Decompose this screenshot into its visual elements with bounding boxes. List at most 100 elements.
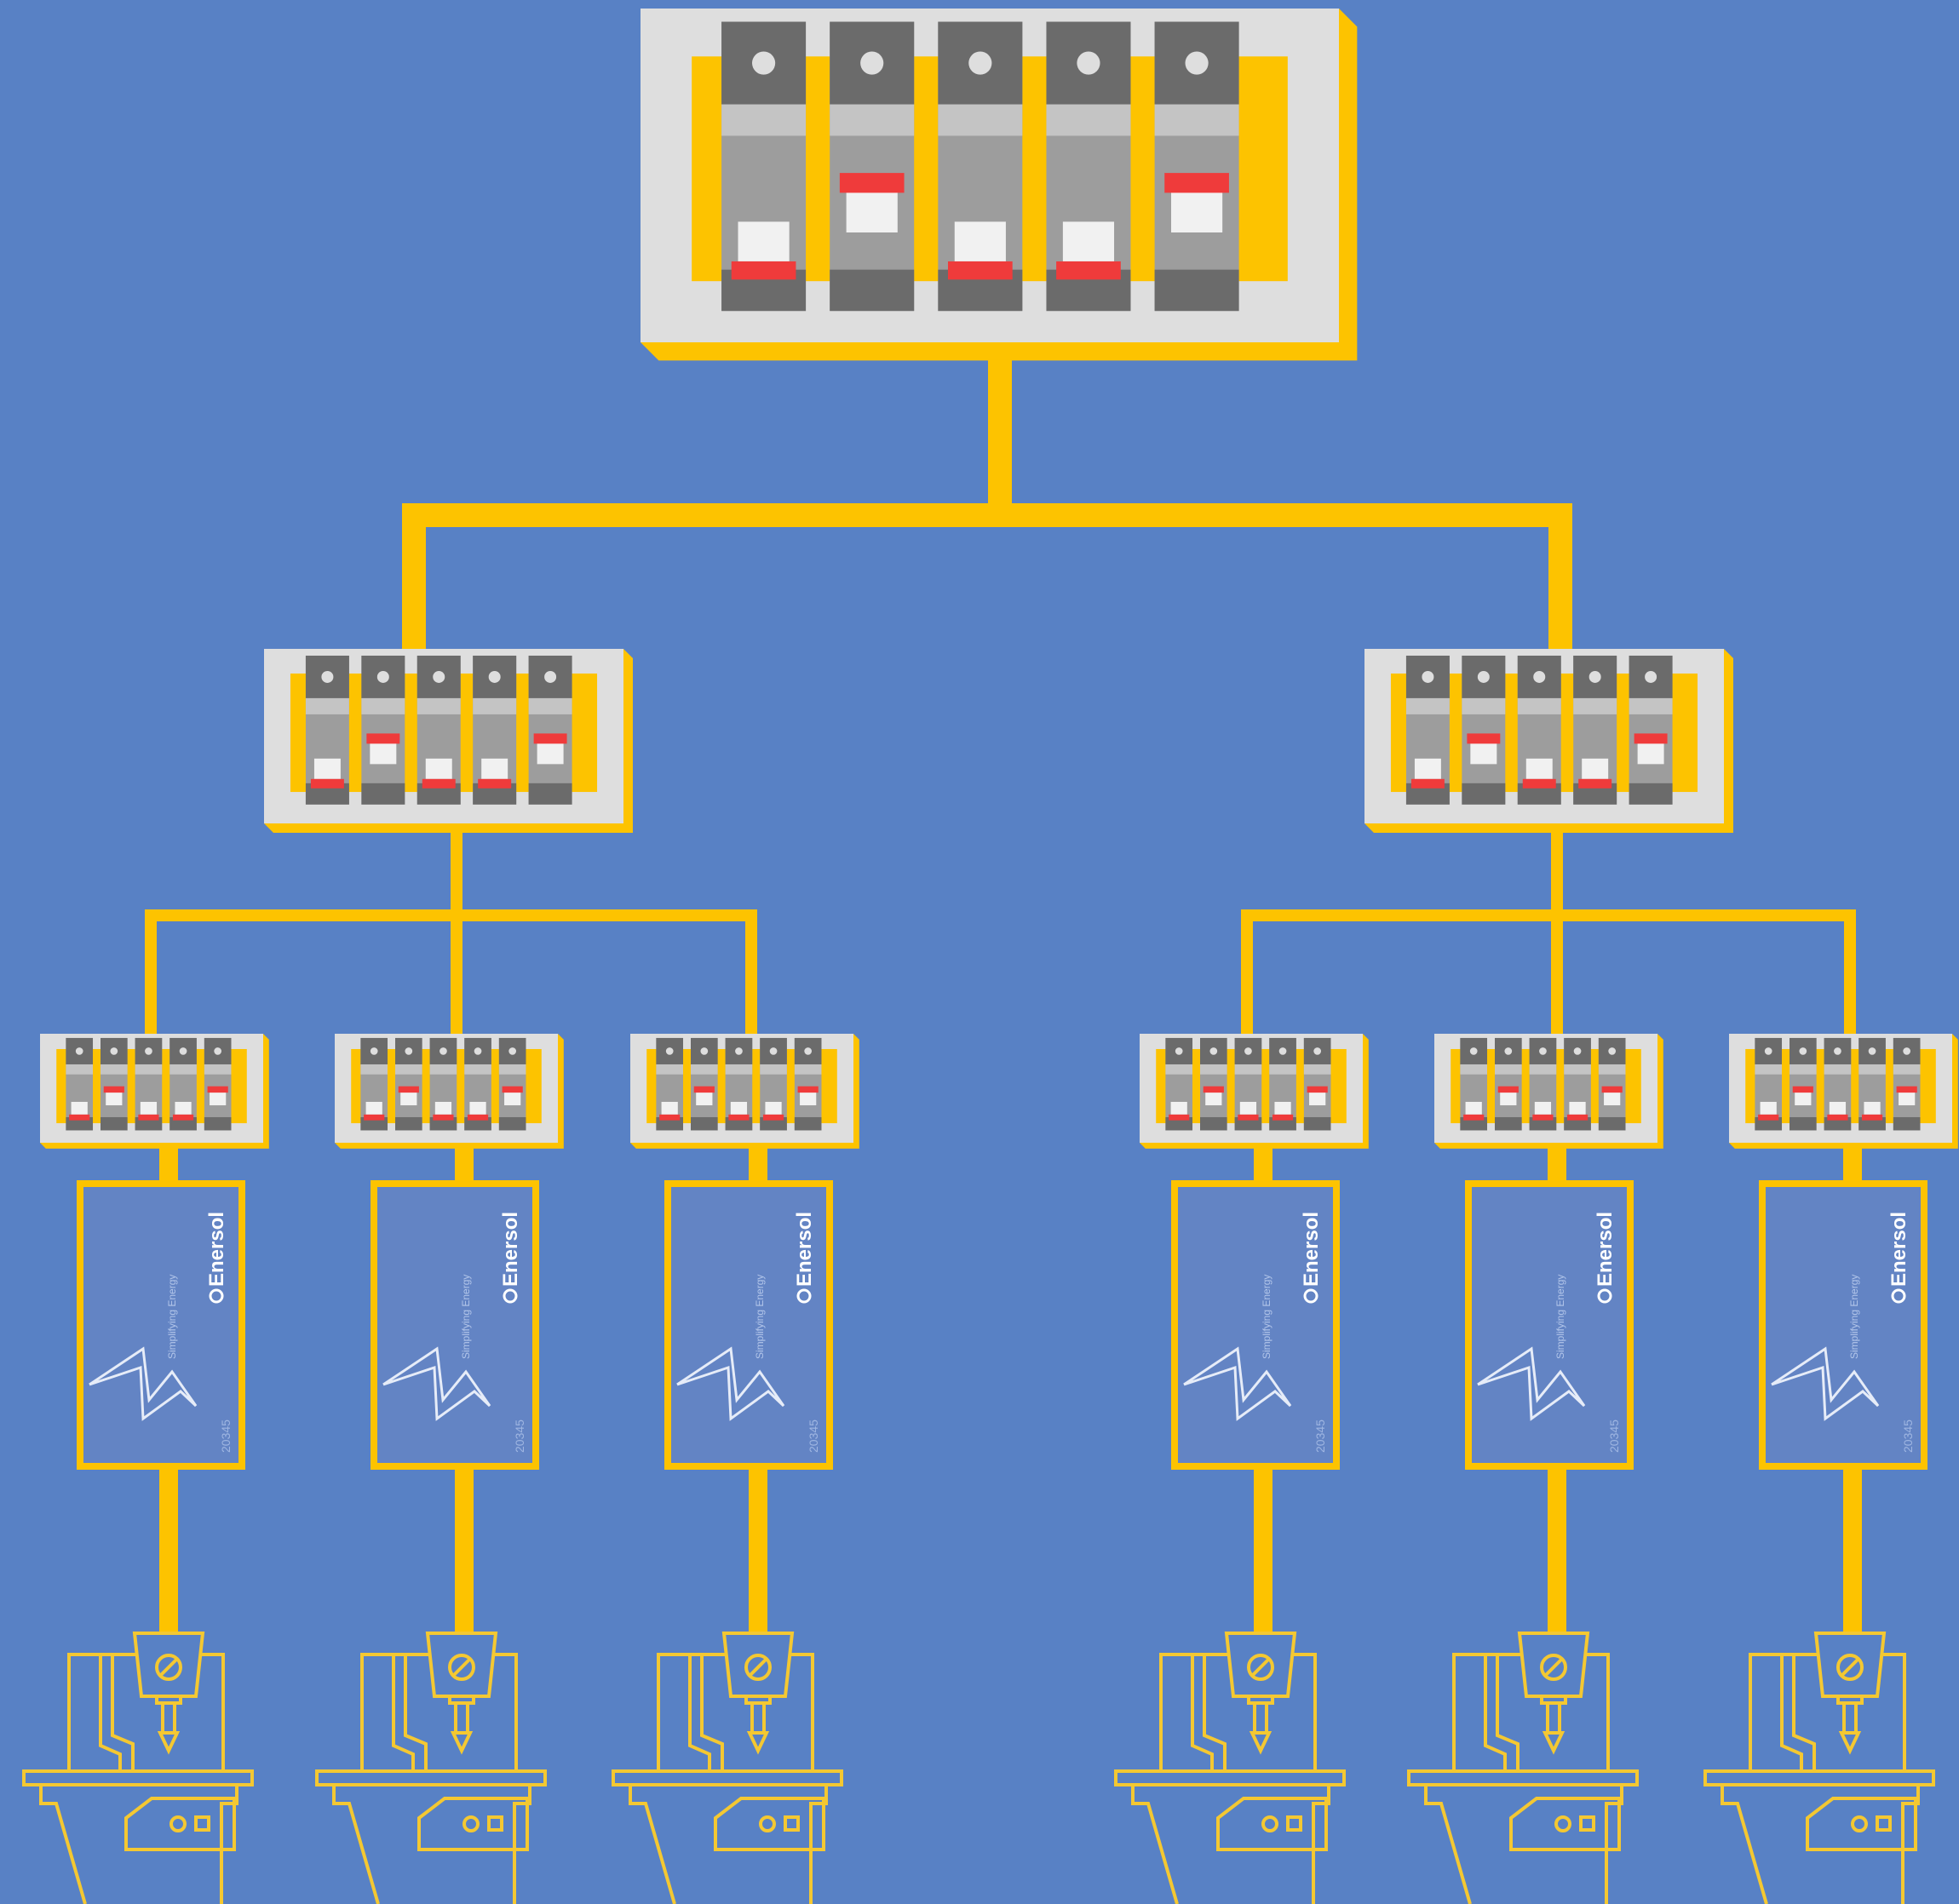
press-spindle — [1842, 1701, 1858, 1735]
breaker-bottom — [1858, 1116, 1886, 1131]
machine-base-right — [809, 1785, 828, 1904]
breaker-switch — [1465, 1101, 1482, 1115]
breaker-switch — [434, 1101, 452, 1115]
breaker-bottom — [830, 269, 915, 312]
lightning-bolt-icon — [89, 1346, 198, 1421]
breaker-switch — [1205, 1092, 1222, 1106]
breaker-indicator — [502, 1086, 523, 1093]
breaker-indicator — [1532, 1114, 1554, 1121]
breaker — [1234, 1037, 1262, 1131]
breaker-band — [1269, 1064, 1296, 1075]
machine-base-right — [513, 1785, 531, 1904]
breaker-switch — [175, 1101, 192, 1115]
breaker — [656, 1037, 684, 1131]
screw-icon — [1573, 1047, 1582, 1055]
breaker-band — [169, 1064, 197, 1075]
breaker-bottom — [1893, 1116, 1921, 1131]
screw-icon — [1903, 1047, 1911, 1055]
breaker — [498, 1037, 526, 1131]
breaker-band — [1790, 1064, 1817, 1075]
meter-brand: Enersol — [499, 1212, 522, 1287]
gauge-icon — [1247, 1654, 1274, 1681]
breaker-switch — [730, 1101, 748, 1115]
control-box — [1509, 1797, 1621, 1851]
breaker-band — [417, 697, 461, 714]
main-panel — [641, 9, 1358, 361]
breaker-band — [1598, 1064, 1626, 1075]
meter-case — [1171, 1180, 1340, 1470]
breaker-band — [794, 1064, 822, 1075]
breaker-switch — [1414, 758, 1441, 779]
breaker-indicator — [1467, 733, 1501, 744]
breaker-switch — [1795, 1092, 1812, 1106]
machine-base-left — [629, 1785, 676, 1904]
breaker-bottom — [429, 1116, 457, 1131]
breaker-band — [1824, 1064, 1852, 1075]
machine-base-left — [1424, 1785, 1472, 1904]
lightning-bolt-icon — [676, 1346, 785, 1421]
control-switch-icon — [487, 1815, 503, 1832]
machine-arm — [1191, 1655, 1214, 1771]
screw-icon — [376, 670, 389, 683]
breaker-indicator — [398, 1086, 419, 1093]
breaker — [528, 655, 572, 805]
breaker-indicator — [1634, 733, 1668, 744]
meter-brand: Enersol — [1300, 1212, 1323, 1287]
breaker-indicator — [1861, 1114, 1883, 1121]
breaker-band — [305, 697, 349, 714]
screw-icon — [860, 51, 884, 75]
breaker-band — [691, 1064, 718, 1075]
leaf-panel — [335, 1034, 564, 1149]
screw-icon — [1244, 1047, 1252, 1055]
breaker-switch — [210, 1092, 227, 1106]
breaker-switch — [1062, 221, 1115, 261]
breaker-indicator — [728, 1114, 750, 1121]
breaker — [1755, 1037, 1783, 1131]
breaker — [417, 655, 461, 805]
breaker-bottom — [360, 1116, 388, 1131]
machine-table — [22, 1769, 254, 1786]
meter-brand: Enersol — [1887, 1212, 1910, 1287]
breaker-band — [725, 1064, 753, 1075]
breaker-bottom — [1269, 1116, 1296, 1131]
breaker-switch — [400, 1092, 417, 1106]
brand-logo-icon — [1891, 1288, 1906, 1304]
brand-logo-icon — [209, 1288, 224, 1304]
screw-icon — [145, 1047, 152, 1055]
breaker-indicator — [433, 1114, 454, 1121]
breaker — [721, 21, 807, 312]
meter-brand: Enersol — [793, 1212, 816, 1287]
gauge-needle — [159, 1658, 178, 1677]
breaker-indicator — [69, 1114, 90, 1121]
breaker-bottom — [760, 1116, 787, 1131]
sub-panel-right — [1364, 649, 1733, 833]
meter-case — [77, 1180, 245, 1470]
breaker-indicator — [1522, 778, 1556, 789]
leaf-panel — [1140, 1034, 1369, 1149]
screw-icon — [321, 670, 334, 683]
breaker — [1460, 1037, 1488, 1131]
breaker-switch — [365, 1101, 382, 1115]
machine-base-left — [332, 1785, 380, 1904]
machine-arm-inner — [111, 1655, 135, 1771]
screw-icon — [1764, 1047, 1772, 1055]
screw-icon — [1175, 1047, 1183, 1055]
breaker — [360, 1037, 388, 1131]
meter-code: 20345 — [513, 1419, 526, 1453]
breaker-indicator — [731, 261, 796, 280]
breaker-switch — [481, 758, 508, 779]
breaker-band — [830, 104, 915, 136]
breaker-indicator — [797, 1086, 819, 1093]
breaker-bottom — [135, 1116, 163, 1131]
screw-icon — [1588, 670, 1601, 683]
machine-arm-inner — [1792, 1655, 1816, 1771]
breaker-indicator — [1164, 173, 1229, 193]
screw-icon — [752, 51, 776, 75]
breaker-bottom — [361, 783, 405, 805]
screw-icon — [214, 1047, 222, 1055]
breaker — [395, 1037, 422, 1131]
machine-table — [612, 1769, 843, 1786]
machine-arm — [99, 1655, 122, 1771]
breaker — [1824, 1037, 1852, 1131]
